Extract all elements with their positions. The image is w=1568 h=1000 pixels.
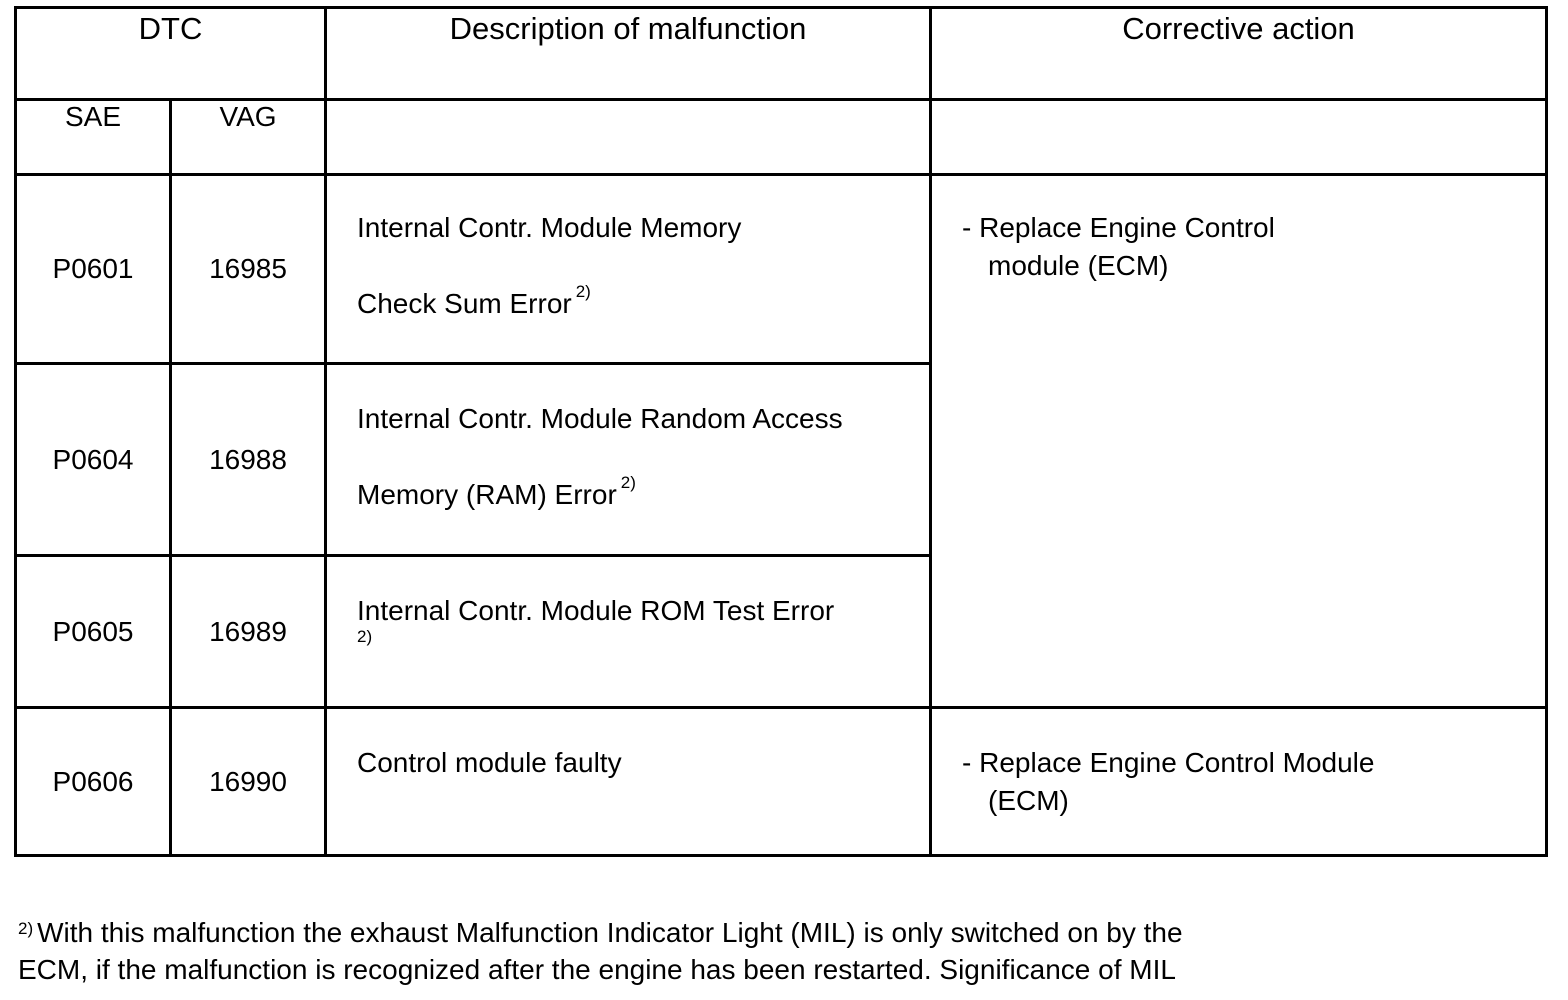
footnote-ref: 2) xyxy=(575,282,591,301)
description-line: Control module faulty xyxy=(357,747,622,778)
vag-code: 16989 xyxy=(169,554,327,709)
vag-code: 16985 xyxy=(169,173,327,365)
footnote-line: ECM, if the malfunction is recognized af… xyxy=(18,954,1176,985)
action-line: - Replace Engine Control xyxy=(962,212,1275,243)
header-description: Description of malfunction xyxy=(324,6,932,101)
header-dtc: DTC xyxy=(14,6,327,101)
description-line: Internal Contr. Module ROM Test Error xyxy=(357,595,835,626)
action-line: - Replace Engine Control Module xyxy=(962,747,1375,778)
description-line: Internal Contr. Module Random Access xyxy=(357,403,843,434)
sae-code: P0601 xyxy=(14,173,172,365)
footnote-ref: 2) xyxy=(620,473,636,492)
vag-code: 16990 xyxy=(169,706,327,857)
corrective-action: - Replace Engine Control module (ECM) xyxy=(929,173,1548,709)
table-row: P0604 16988 Internal Contr. Module Rando… xyxy=(14,362,1547,557)
sae-code: P0606 xyxy=(14,706,172,857)
footnote-line: 2)With this malfunction the exhaust Malf… xyxy=(18,917,1183,948)
sae-code: P0604 xyxy=(14,362,172,557)
malfunction-description: Control module faulty xyxy=(324,706,932,857)
action-line: (ECM) xyxy=(988,785,1069,816)
dtc-table: DTC Description of malfunction Correctiv… xyxy=(14,6,1548,857)
table-row: P0606 16990 Control module faulty - Repl… xyxy=(14,706,1548,857)
subheader-description-empty xyxy=(324,98,932,176)
malfunction-description: Internal Contr. Module Random Access Mem… xyxy=(324,362,932,557)
subheader-sae: SAE xyxy=(14,98,172,176)
vag-code: 16988 xyxy=(169,362,327,557)
corrective-action: - Replace Engine Control Module (ECM) xyxy=(929,706,1548,857)
subheader-vag: VAG xyxy=(169,98,327,176)
sae-code: P0605 xyxy=(14,554,172,709)
subheader-row: SAE VAG xyxy=(14,98,1548,176)
malfunction-description: Internal Contr. Module Memory Check Sum … xyxy=(324,173,932,365)
footnote: 2)With this malfunction the exhaust Malf… xyxy=(18,914,1518,988)
footnote-ref: 2) xyxy=(357,627,373,646)
header-row: DTC Description of malfunction Correctiv… xyxy=(14,6,1548,101)
table-row: P0605 16989 Internal Contr. Module ROM T… xyxy=(14,554,1547,709)
header-corrective-action: Corrective action xyxy=(929,6,1548,101)
footnote-marker: 2) xyxy=(18,919,34,938)
malfunction-description: Internal Contr. Module ROM Test Error 2) xyxy=(324,554,932,709)
subheader-action-empty xyxy=(929,98,1548,176)
table-row: P0601 16985 Internal Contr. Module Memor… xyxy=(14,173,1548,709)
description-line: Internal Contr. Module Memory xyxy=(357,212,742,243)
action-line: module (ECM) xyxy=(988,250,1169,281)
